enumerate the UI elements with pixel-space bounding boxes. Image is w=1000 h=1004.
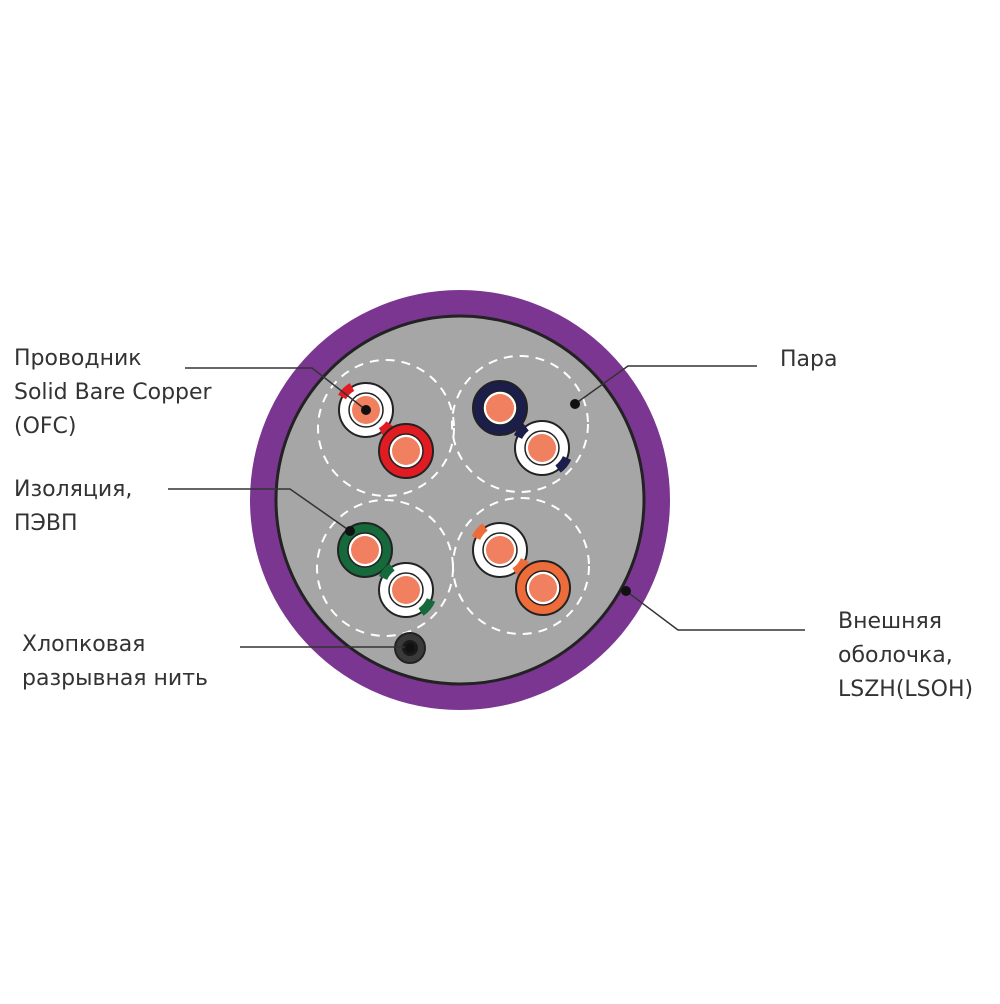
label-jacket: Внешняя оболочка, LSZH(LSOH) — [838, 605, 973, 707]
stripe-red — [338, 383, 355, 400]
label-pair: Пара — [780, 343, 837, 377]
wire-white-green-stripe — [378, 562, 436, 618]
label-rip-cord-line-2: разрывная нить — [22, 666, 209, 691]
jacket-inner-edge — [274, 314, 646, 686]
stripe-blue — [513, 423, 529, 440]
copper-conductor — [529, 574, 557, 602]
label-conductor-line-2: Solid Bare Copper — [14, 380, 212, 405]
copper-conductor — [486, 394, 514, 422]
stripe-green — [378, 563, 395, 581]
dot-conductor — [361, 405, 371, 415]
wire-solid-blue — [472, 380, 528, 436]
pair-green — [337, 522, 436, 618]
leader-conductor — [185, 367, 367, 411]
label-insulation: Изоляция, ПЭВП — [14, 473, 132, 541]
label-rip-cord: Хлопковая разрывная нить — [22, 628, 208, 696]
stripe-red-2 — [378, 421, 394, 436]
stripe-orange — [471, 523, 488, 541]
label-jacket-line-1: Внешняя — [838, 609, 942, 634]
wire-white-blue-stripe — [513, 420, 572, 476]
leader-pair — [574, 365, 757, 405]
pair-boundaries — [316, 355, 590, 637]
leader-insulation — [168, 488, 351, 532]
stripe-blue-2 — [555, 455, 572, 473]
label-conductor-line-3: (OFC) — [14, 414, 77, 439]
stripe-green-2 — [418, 597, 436, 616]
pair-boundary-bottom-right — [452, 497, 590, 635]
label-conductor-line-1: Проводник — [14, 346, 142, 371]
pair-blue — [472, 380, 572, 476]
leader-jacket — [625, 590, 805, 631]
dot-rip-cord — [405, 643, 415, 653]
copper-conductor — [392, 576, 420, 604]
label-pair-line-1: Пара — [780, 347, 838, 372]
wire-solid-green — [337, 522, 393, 578]
leader-dots — [345, 399, 631, 653]
copper-conductor — [528, 434, 556, 462]
label-insulation-line-1: Изоляция, — [14, 477, 133, 502]
wire-solid-orange — [515, 560, 571, 616]
pair-boundary-top-right — [451, 355, 589, 493]
dot-pair — [570, 399, 580, 409]
label-conductor: Проводник Solid Bare Copper (OFC) — [14, 342, 212, 444]
stripe-orange-2 — [512, 557, 530, 576]
wire-white-orange-stripe — [471, 522, 530, 578]
copper-conductor — [351, 536, 379, 564]
wire-solid-red — [378, 423, 434, 479]
label-jacket-line-3: LSZH(LSOH) — [838, 677, 974, 702]
copper-conductor — [486, 536, 514, 564]
pair-boundary-top-left — [317, 359, 455, 497]
dot-jacket — [621, 586, 631, 596]
label-jacket-line-2: оболочка, — [838, 643, 953, 668]
label-insulation-line-2: ПЭВП — [14, 511, 78, 536]
label-rip-cord-line-1: Хлопковая — [22, 632, 146, 657]
leader-lines — [168, 365, 805, 648]
pair-orange — [471, 522, 571, 616]
dot-insulation — [345, 526, 355, 536]
copper-conductor — [392, 437, 420, 465]
